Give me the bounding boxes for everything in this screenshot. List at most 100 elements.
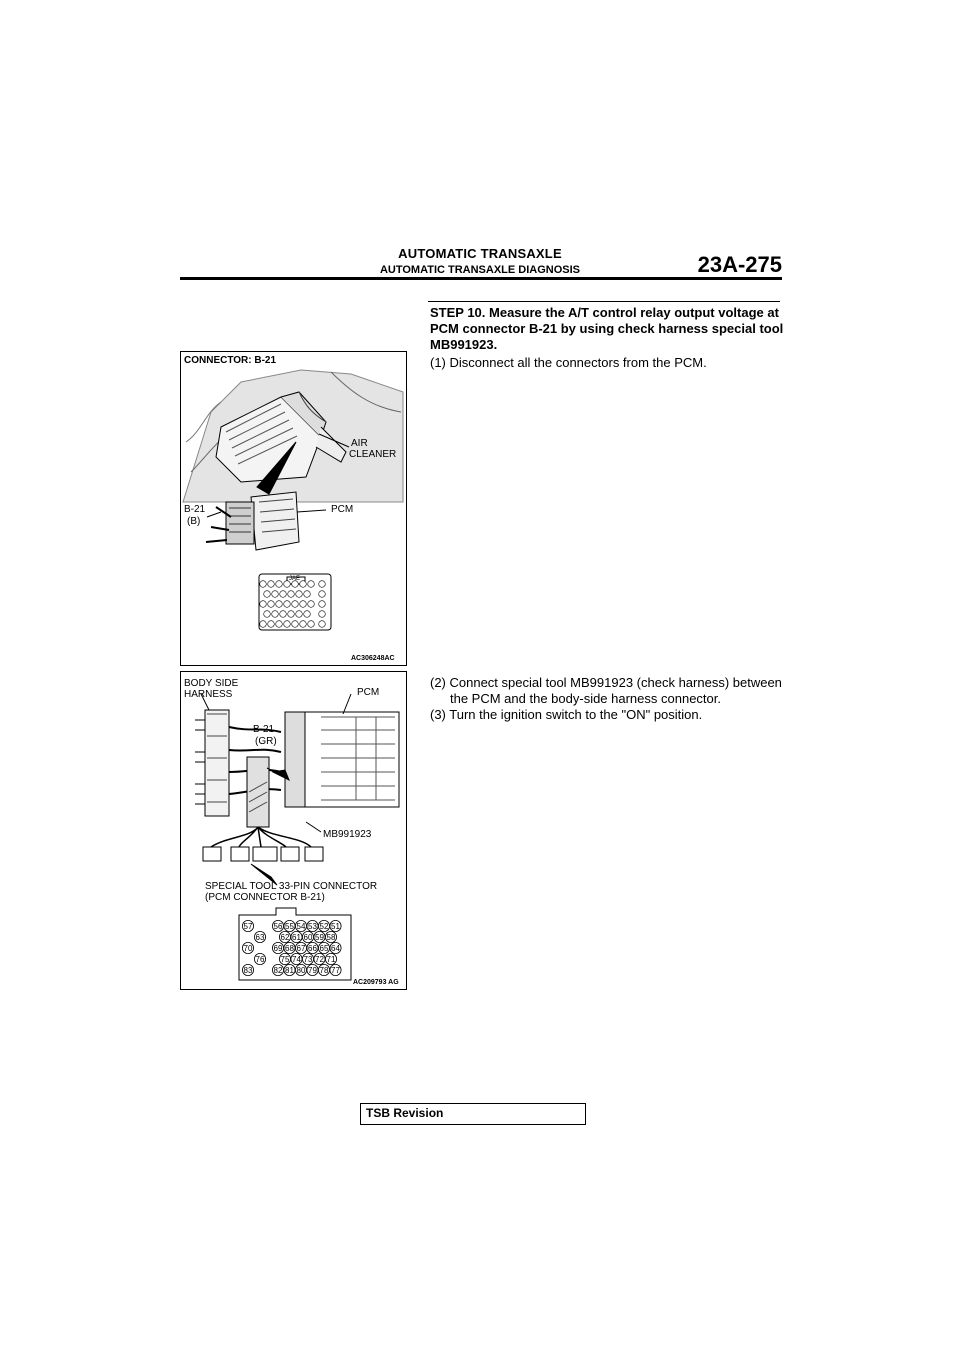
pin-61-label: 61: [292, 933, 301, 942]
jae-pin: [307, 620, 315, 628]
label-b: (B): [187, 516, 201, 527]
jae-pin: [299, 620, 307, 628]
jae-pin-side: [318, 620, 326, 628]
pin-63-label: 63: [256, 933, 265, 942]
jae-pin: [271, 590, 279, 598]
jae-pin: [259, 620, 267, 628]
pin-58-label: 58: [327, 933, 336, 942]
header-subtitle: AUTOMATIC TRANSAXLE DIAGNOSIS: [379, 264, 581, 276]
pin-71-label: 71: [327, 955, 336, 964]
pin-83: [242, 963, 255, 976]
step-rule: [428, 301, 780, 302]
pin-67-label: 67: [297, 944, 306, 953]
jae-pin: [291, 600, 299, 608]
jae-pin: [279, 590, 287, 598]
jae-pin: [307, 580, 315, 588]
pin-64-label: 64: [331, 944, 340, 953]
pin-70: [242, 941, 255, 954]
page-number: 23A-275: [697, 252, 782, 277]
pin-63: [254, 930, 267, 943]
jae-pin: [303, 610, 311, 618]
pin-74-label: 74: [292, 955, 301, 964]
label-b21: B-21: [184, 504, 206, 515]
pin-70-label: 70: [244, 944, 253, 953]
step-item-2-cont: the PCM and the body-side harness connec…: [450, 691, 721, 706]
pin-51: [329, 919, 342, 932]
footer-label: TSB Revision: [366, 1106, 444, 1120]
jae-pin: [275, 600, 283, 608]
jae-pin: [287, 590, 295, 598]
figure-connector-location: CONNECTOR: B-21 AIR CLEANER B-21 (B) PCM…: [180, 351, 407, 666]
jae-pin: [259, 580, 267, 588]
engine-bay-illustration: [182, 369, 404, 631]
jae-pin: [279, 610, 287, 618]
jae-pin: [295, 610, 303, 618]
jae-pin-side: [318, 580, 326, 588]
header-rule: [180, 277, 782, 280]
pin-73-label: 73: [304, 955, 313, 964]
jae-pin: [287, 610, 295, 618]
pin-58: [324, 930, 337, 943]
step-item-2: (2) Connect special tool MB991923 (check…: [430, 675, 782, 690]
pin-80-label: 80: [297, 966, 306, 975]
label-special-tool: SPECIAL TOOL 33-PIN CONNECTOR: [205, 881, 378, 892]
jae-pin: [291, 620, 299, 628]
jae-pin: [295, 590, 303, 598]
jae-pin: [283, 580, 291, 588]
jae-pin: [283, 600, 291, 608]
pin-53-label: 53: [308, 922, 317, 931]
label-harness: HARNESS: [184, 689, 233, 700]
jae-pin: [299, 580, 307, 588]
pin-57: [242, 919, 255, 932]
footer-box: [360, 1103, 586, 1125]
step-item-3: (3) Turn the ignition switch to the "ON"…: [430, 707, 703, 722]
pin-83-label: 83: [244, 966, 253, 975]
label-b21-2: B-21: [253, 724, 275, 735]
pin-81-label: 81: [285, 966, 294, 975]
pin-76-label: 76: [256, 955, 265, 964]
pin-77: [329, 963, 342, 976]
pin-71: [324, 952, 337, 965]
jae-pin: [275, 620, 283, 628]
pin-54-label: 54: [297, 922, 306, 931]
jae-pin: [307, 600, 315, 608]
jae-pin: [283, 620, 291, 628]
step-heading: STEP 10. Measure the A/T control relay o…: [430, 305, 784, 352]
pin-82-label: 82: [274, 966, 283, 975]
pin-66-label: 66: [308, 944, 317, 953]
pin-60-label: 60: [304, 933, 313, 942]
label-body-side: BODY SIDE: [184, 678, 239, 689]
pin-78-label: 78: [320, 966, 329, 975]
jae-pin: [267, 600, 275, 608]
header-title: AUTOMATIC TRANSAXLE: [398, 246, 562, 261]
label-gr: (GR): [255, 736, 277, 747]
pin-52-label: 52: [320, 922, 329, 931]
jae-pin-side: [318, 610, 326, 618]
label-jae: JAE: [289, 576, 301, 582]
pin-62-label: 62: [281, 933, 290, 942]
jae-pin: [275, 580, 283, 588]
jae-pin: [291, 580, 299, 588]
jae-pin: [271, 610, 279, 618]
figure2-id: AC209793 AG: [353, 979, 399, 986]
pin-72-label: 72: [315, 955, 324, 964]
jae-pin: [259, 600, 267, 608]
figure1-title: CONNECTOR: B-21: [184, 355, 277, 366]
label-pcm-connector: (PCM CONNECTOR B-21): [205, 892, 325, 903]
pin-59-label: 59: [315, 933, 324, 942]
label-cleaner: CLEANER: [349, 449, 397, 460]
jae-pin: [303, 590, 311, 598]
label-pcm2: PCM: [357, 687, 380, 698]
jae-pin: [263, 610, 271, 618]
pin-77-label: 77: [331, 966, 340, 975]
label-mb991923: MB991923: [323, 829, 372, 840]
pin-65-label: 65: [320, 944, 329, 953]
step-item-1: (1) Disconnect all the connectors from t…: [430, 355, 707, 370]
figure1-id: AC306248AC: [351, 655, 395, 662]
pin-57-label: 57: [244, 922, 253, 931]
pin-64: [329, 941, 342, 954]
jae-pin-side: [318, 590, 326, 598]
label-air: AIR: [351, 438, 368, 449]
